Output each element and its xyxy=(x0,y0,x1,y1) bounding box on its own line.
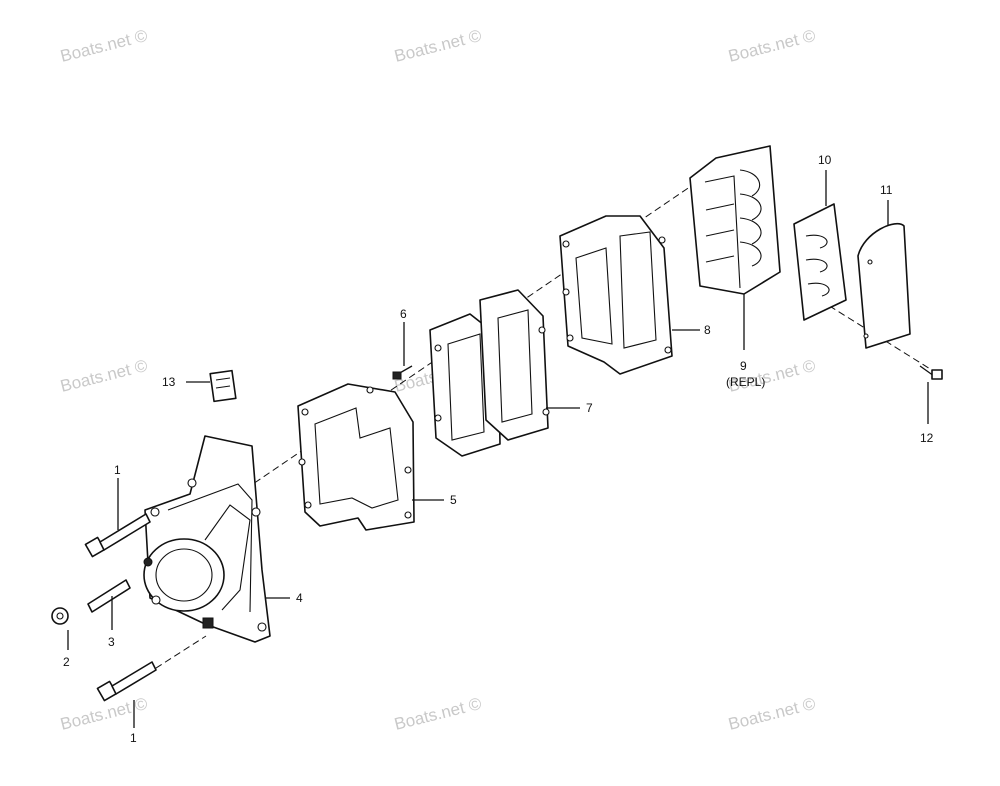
watermark-text: Boats.net © xyxy=(58,26,149,66)
part-1-lower-bolt xyxy=(96,661,157,702)
callout-5: 5 xyxy=(450,493,457,507)
callout-1-upper: 1 xyxy=(114,463,121,477)
part-10-reed-petals xyxy=(793,203,847,321)
callout-11: 11 xyxy=(880,183,893,197)
part-13-plate xyxy=(209,369,237,403)
watermark-text: Boats.net © xyxy=(58,356,149,396)
watermark-text: Boats.net © xyxy=(392,26,483,66)
callout-12: 12 xyxy=(920,431,934,445)
part-1-upper-bolt xyxy=(84,513,151,558)
callout-8: 8 xyxy=(704,323,711,337)
callout-13: 13 xyxy=(162,375,176,389)
part-4-adapter-housing xyxy=(143,435,271,643)
part-5-gasket xyxy=(297,383,415,531)
part-3-stud xyxy=(87,579,131,613)
part-11-reed-stop xyxy=(857,222,911,349)
part-6-screw xyxy=(392,365,413,380)
callout-4: 4 xyxy=(296,591,303,605)
callout-labels: 1 2 3 4 5 6 7 8 9 (REPL) 10 11 12 13 1 xyxy=(63,153,934,745)
callout-2: 2 xyxy=(63,655,70,669)
watermark-text: Boats.net © xyxy=(726,694,817,734)
callout-1-lower: 1 xyxy=(130,731,137,745)
part-9-reed-block xyxy=(689,145,781,295)
watermark-text: Boats.net © xyxy=(726,26,817,66)
callout-6: 6 xyxy=(400,307,407,321)
part-7-reed-plates xyxy=(429,289,550,457)
part-2-nut xyxy=(51,607,69,625)
part-8-gasket xyxy=(559,215,673,375)
callout-3: 3 xyxy=(108,635,115,649)
callout-10: 10 xyxy=(818,153,832,167)
part-12-screw xyxy=(919,365,943,380)
callout-7: 7 xyxy=(586,401,593,415)
callout-9: 9 xyxy=(740,359,747,373)
callout-9-note: (REPL) xyxy=(726,375,765,389)
watermark-text: Boats.net © xyxy=(392,694,483,734)
leader-lines xyxy=(67,170,929,728)
